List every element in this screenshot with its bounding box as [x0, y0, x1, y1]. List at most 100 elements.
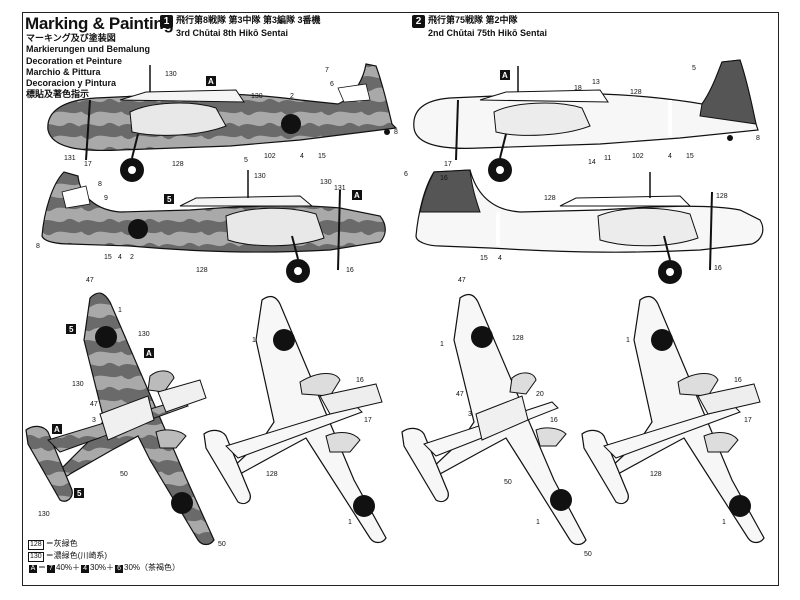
legend-mix-a: 7	[47, 565, 55, 573]
title-translations: マーキング及び塗装図 Markierungen und Bemalung Dec…	[26, 33, 150, 101]
title-french: Decoration et Peinture	[26, 55, 123, 66]
callout-11: 11	[604, 155, 611, 162]
scheme-1-unit-en: 3rd Chūtai 8th Hikō Sentai	[176, 28, 289, 38]
callout-130: 130	[138, 331, 150, 338]
scheme-2-unit-en: 2nd Chūtai 75th Hikō Sentai	[428, 28, 548, 38]
callout-1: 1	[440, 341, 444, 348]
callout-5: 5	[692, 65, 696, 72]
callout-102: 102	[632, 153, 644, 160]
callout-15: 15	[318, 153, 326, 160]
callout-3: 3	[468, 411, 472, 418]
callout-4: 4	[118, 254, 122, 261]
scheme-1-number: 1	[160, 15, 173, 28]
callout-128: 128	[630, 89, 642, 96]
callout-6: 6	[330, 81, 334, 88]
callout-7: 7	[325, 67, 329, 74]
callout-13: 13	[592, 79, 600, 86]
callout-2: 2	[130, 254, 134, 261]
legend-mix-c-pct: 30%（茶褐色）	[124, 563, 181, 572]
scheme-2-side-view-left	[415, 169, 764, 284]
page-border	[22, 12, 779, 586]
callout-133: 130	[254, 173, 266, 180]
callout-16: 16	[734, 377, 742, 384]
callout-128: 128	[512, 335, 524, 342]
callout-16: 16	[440, 175, 448, 182]
callout-18: 18	[574, 85, 582, 92]
title-japanese: マーキング及び塗装図	[26, 33, 116, 43]
callout-50: 50	[218, 541, 226, 548]
callout-8: 8	[394, 129, 398, 136]
title-chinese: 標貼及著色指示	[26, 89, 90, 100]
callout-128: 128	[196, 267, 208, 274]
callout-17: 17	[444, 161, 452, 168]
callout-16: 16	[356, 377, 364, 384]
scheme-2-top-view	[401, 293, 587, 546]
callout-8: 8	[36, 243, 40, 250]
callout-6: 6	[404, 171, 408, 178]
callout-14: 14	[588, 159, 596, 166]
callout-1: 1	[118, 307, 122, 314]
callout-20: 20	[536, 391, 544, 398]
callout-130: 130	[72, 381, 84, 388]
scheme-2-unit-jp: 飛行第75戦隊 第2中隊	[428, 15, 518, 25]
callout-8: 8	[756, 135, 760, 142]
callout-4: 4	[498, 255, 502, 262]
callout-1: 1	[626, 337, 630, 344]
box-code-A: A	[502, 71, 508, 80]
callout-130: 130	[38, 511, 50, 518]
callout-47: 47	[456, 391, 464, 398]
callout-130: 130	[251, 93, 263, 100]
callout-3: 3	[92, 417, 96, 424]
box-code-5: 5	[69, 325, 74, 334]
callout-5: 5	[244, 157, 248, 164]
callout-labels: 130 130 7 6 8 128 102 4 15 5 131 17 2 8 …	[36, 65, 760, 558]
legend-mix-c: 6	[115, 565, 124, 573]
callout-50: 50	[120, 471, 128, 478]
box-code-A: A	[146, 349, 152, 358]
box-code-A: A	[54, 425, 60, 434]
callout-130: 130	[320, 179, 332, 186]
callout-16: 16	[346, 267, 354, 274]
legend-mix-b-pct: 30%＋	[90, 563, 115, 572]
callout-1: 1	[348, 519, 352, 526]
callout-4: 4	[668, 153, 672, 160]
scheme-2-number: 2	[412, 15, 425, 28]
legend-text-128: ＝灰緑色	[45, 539, 78, 548]
page-title: Marking & Painting	[25, 14, 174, 33]
scheme-1-side-view-left	[41, 170, 386, 283]
callout-47: 47	[86, 277, 94, 284]
legend-mix-b: 4	[81, 565, 90, 573]
scheme-1-side-view-right	[47, 63, 398, 182]
callout-8: 8	[98, 181, 102, 188]
callout-17: 17	[744, 417, 752, 424]
callout-16: 16	[714, 265, 722, 272]
callout-1: 1	[536, 519, 540, 526]
scheme-1-unit-jp: 飛行第8戦隊 第3中隊 第3編隊 3番機	[176, 15, 321, 25]
legend-code-130: 130	[28, 552, 44, 562]
legend-mix-a-pct: 40%＋	[56, 563, 81, 572]
box-code-A: A	[354, 191, 360, 200]
boxed-color-codes: A 5 A A 5 A A 5	[52, 70, 510, 498]
callout-128: 128	[650, 471, 662, 478]
callout-1: 1	[252, 337, 256, 344]
callout-47: 47	[458, 277, 466, 284]
legend-text-130: ＝濃緑色(川崎系)	[45, 551, 108, 560]
legend-code-128: 128	[28, 540, 44, 550]
callout-17: 17	[84, 161, 92, 168]
legend-row-1: 128＝灰緑色	[28, 538, 180, 550]
callout-4: 4	[300, 153, 304, 160]
callout-50: 50	[504, 479, 512, 486]
legend-row-2: 130＝濃緑色(川崎系)	[28, 550, 180, 562]
callout-15: 15	[480, 255, 488, 262]
title-german: Markierungen und Bemalung	[26, 44, 151, 55]
callout-128: 128	[716, 193, 728, 200]
callout-15: 15	[686, 153, 694, 160]
scheme-1-bottom-view	[203, 295, 387, 544]
box-code-5: 5	[167, 195, 172, 204]
